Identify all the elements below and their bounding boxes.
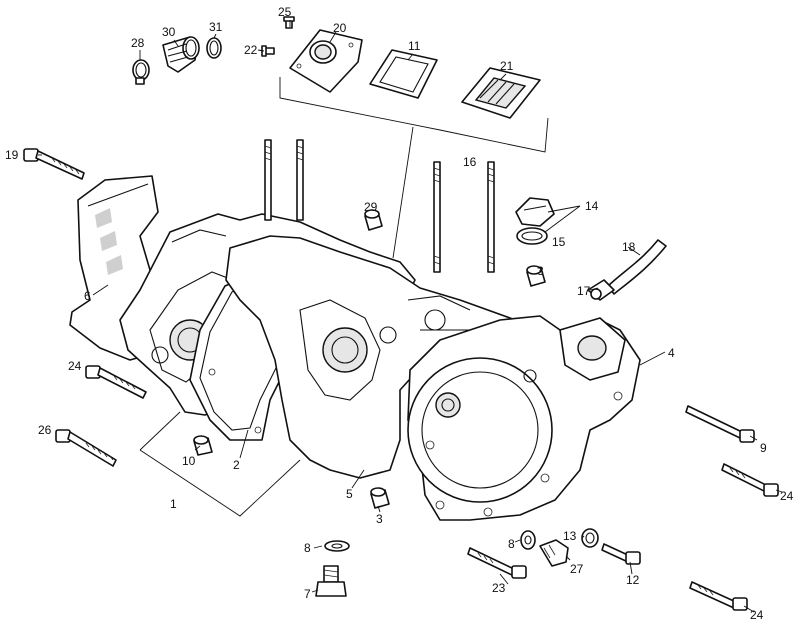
callout-10: 10	[182, 454, 196, 468]
callout-28: 28	[131, 36, 145, 50]
callout-5: 5	[346, 487, 353, 501]
intake-sleeve	[162, 36, 200, 73]
washer-8-right	[520, 530, 536, 550]
callout-24-right: 24	[780, 489, 794, 503]
callout-21: 21	[500, 59, 514, 73]
bolt-24-left	[85, 365, 147, 399]
bolt-24-bottom	[689, 581, 748, 611]
callout-20: 20	[333, 21, 347, 35]
bolt-24-right	[721, 463, 779, 497]
bushing-10	[193, 435, 213, 456]
bolt-12	[601, 543, 641, 565]
callout-9: 9	[760, 441, 767, 455]
dowel-29	[364, 209, 383, 231]
callout-26: 26	[38, 423, 52, 437]
callout-11: 11	[408, 39, 421, 53]
callout-4: 4	[668, 346, 675, 360]
bolt-19	[23, 148, 85, 180]
callout-3-upper: 3	[537, 264, 544, 278]
callout-24-left: 24	[68, 359, 82, 373]
hose-clamp-right	[206, 37, 222, 59]
cylinder-studs-left	[264, 139, 304, 221]
dowel-3-lower	[370, 487, 390, 509]
callout-30: 30	[162, 25, 176, 39]
callout-24-bottom: 24	[750, 608, 764, 622]
callout-27: 27	[570, 562, 584, 576]
callout-7: 7	[304, 587, 311, 601]
cylinder-studs-right	[433, 161, 495, 273]
oil-filler-cap	[515, 197, 555, 245]
callout-15: 15	[552, 235, 566, 249]
bolt-26	[55, 429, 117, 467]
callout-19: 19	[5, 148, 19, 162]
callout-1: 1	[170, 497, 177, 511]
callout-14: 14	[585, 199, 599, 213]
callout-12: 12	[626, 573, 640, 587]
bolt-23	[467, 547, 527, 579]
callout-6: 6	[84, 289, 91, 303]
drain-plug-27	[539, 539, 569, 567]
callout-13: 13	[563, 529, 577, 543]
washer-13	[581, 528, 599, 548]
callout-22: 22	[244, 43, 258, 57]
callout-25: 25	[278, 5, 292, 19]
breather-hose	[587, 239, 667, 301]
manifold-group-bracket	[279, 77, 549, 153]
leader-lines	[38, 20, 783, 613]
callout-31: 31	[209, 20, 223, 34]
callout-29: 29	[364, 200, 378, 214]
callout-2: 2	[233, 458, 240, 472]
callout-18: 18	[622, 240, 636, 254]
bolt-9	[685, 405, 755, 443]
callout-23: 23	[492, 581, 506, 595]
callout-8-right: 8	[508, 537, 515, 551]
callout-17: 17	[577, 284, 591, 298]
drain-plug-7	[315, 565, 347, 597]
intake-manifold	[289, 29, 363, 93]
washer-8-left	[324, 540, 350, 552]
callout-8-left: 8	[304, 541, 311, 555]
manifold-gasket	[369, 49, 438, 99]
callout-3-lower: 3	[376, 512, 383, 526]
dowel-3-upper	[526, 265, 546, 287]
crankcase-right-half	[225, 235, 541, 479]
hose-clamp-left	[132, 59, 150, 85]
clutch-cover-4	[407, 315, 641, 521]
reed-valve	[461, 67, 541, 119]
callout-16: 16	[463, 155, 477, 169]
